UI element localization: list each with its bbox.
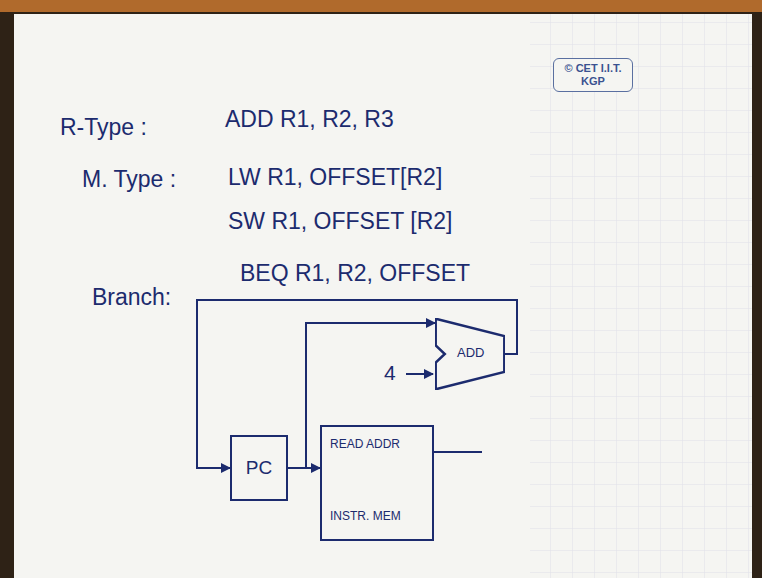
register-box: PC — [230, 435, 288, 501]
logo-box: © CET I.I.T. KGP — [553, 58, 633, 92]
wire-connector — [288, 467, 320, 469]
adder-symbol: ADD — [435, 318, 505, 390]
instruction-text: SW R1, OFFSET [R2] — [228, 208, 453, 234]
node-text: © CET I.I.T. KGP — [560, 62, 626, 88]
node-text: ADD — [457, 345, 484, 360]
constant-input-wire — [406, 373, 433, 375]
type-heading: R-Type : — [60, 114, 147, 140]
type-heading: M. Type : — [82, 166, 176, 192]
node-text: PC — [232, 457, 286, 479]
instruction-output-wire — [434, 451, 482, 453]
type-heading: Branch: — [92, 284, 171, 310]
node-text: INSTR. MEM — [330, 509, 401, 523]
memory-box: READ ADDR INSTR. MEM — [320, 425, 434, 541]
instruction-text: BEQ R1, R2, OFFSET — [240, 260, 470, 286]
paper-edge — [0, 0, 762, 12]
node-text: READ ADDR — [330, 437, 400, 451]
constant-label: 4 — [384, 361, 396, 385]
instruction-text: LW R1, OFFSET[R2] — [228, 164, 442, 190]
instruction-text: ADD R1, R2, R3 — [225, 106, 394, 132]
